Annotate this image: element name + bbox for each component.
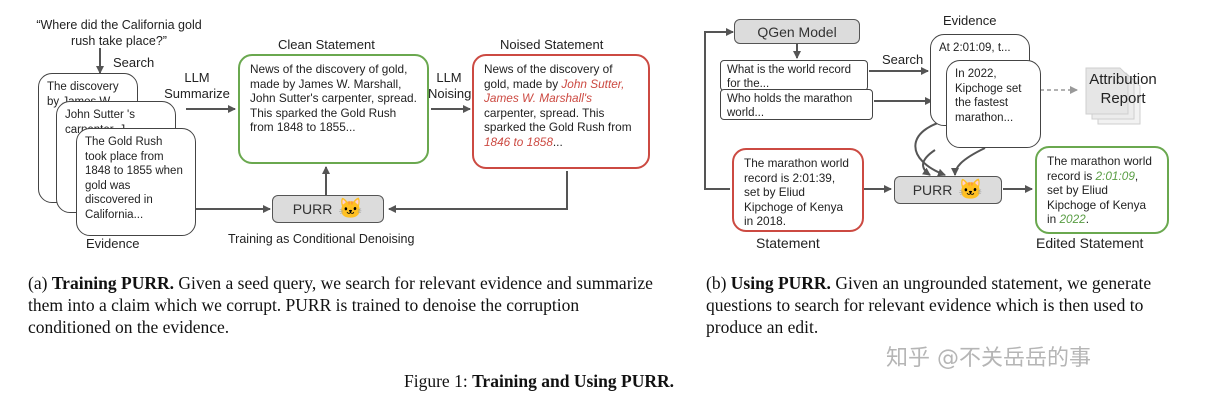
edited-text-1: The marathon world record is xyxy=(1047,154,1152,183)
arrow-evidence-to-purr-2 xyxy=(951,147,986,176)
figure-caption-bold: Training and Using PURR. xyxy=(472,371,675,391)
llm-summarize-label: LLM Summarize xyxy=(164,70,230,101)
clean-statement-title: Clean Statement xyxy=(278,37,375,52)
caption-b-prefix: (b) xyxy=(706,273,731,293)
noised-statement-title: Noised Statement xyxy=(500,37,604,52)
purr-model-right: PURR 🐱 xyxy=(894,176,1002,204)
arrow-evidence-to-purr-3 xyxy=(921,149,936,176)
clean-statement-box: News of the discovery of gold, made by J… xyxy=(238,54,429,164)
statement-label: Statement xyxy=(756,235,820,251)
search-label-right: Search xyxy=(882,52,924,67)
noised-statement-box: News of the discovery of gold, made by J… xyxy=(472,54,650,169)
attribution-report-label: Attribution Report xyxy=(1089,71,1157,107)
statement-box: The marathon world record is 2:01:39, se… xyxy=(732,148,864,232)
caption-a-bold: Training PURR. xyxy=(51,273,174,293)
cat-face-icon-right: 🐱 xyxy=(958,179,984,201)
arrow-noised-to-purr xyxy=(388,171,568,213)
edited-highlight-time: 2:01:09 xyxy=(1095,168,1135,183)
edited-highlight-year: 2022 xyxy=(1059,212,1086,226)
purr-model-left: PURR 🐱 xyxy=(272,195,384,223)
caption-b: (b) Using PURR. Given an ungrounded stat… xyxy=(706,272,1186,338)
noised-highlight-names: John Sutter, James W. Marshall's xyxy=(484,76,625,106)
noised-highlight-years: 1846 to 1858 xyxy=(484,134,553,149)
training-caption: Training as Conditional Denoising xyxy=(228,232,415,246)
search-label: Search xyxy=(113,55,155,70)
purr-label: PURR xyxy=(292,201,333,217)
figure-caption-prefix: Figure 1: xyxy=(404,371,473,391)
caption-b-bold: Using PURR. xyxy=(730,273,831,293)
arrow-evidence-to-purr-1 xyxy=(914,119,949,177)
noised-text-3: ... xyxy=(552,134,563,149)
caption-a-text: Given a seed query, we search for releva… xyxy=(28,273,653,337)
evidence-label: Evidence xyxy=(86,236,140,251)
llm-noising-label: LLM Noising xyxy=(428,70,472,101)
cat-face-icon: 🐱 xyxy=(338,198,364,220)
watermark: 知乎 @不关岳岳的事 xyxy=(886,346,1091,371)
edited-text-3: . xyxy=(1085,212,1089,226)
question-1: What is the world record for the... xyxy=(720,60,868,91)
noised-text-1: News of the discovery of gold, made by xyxy=(484,62,613,91)
caption-b-text: Given an ungrounded statement, we genera… xyxy=(706,273,1152,337)
purr-label-right: PURR xyxy=(912,182,953,198)
figure-caption: Figure 1: Training and Using PURR. xyxy=(404,370,674,392)
edited-statement-label: Edited Statement xyxy=(1036,235,1144,251)
caption-a: (a) Training PURR. Given a seed query, w… xyxy=(28,272,658,338)
noised-text-2: carpenter, spread. This sparked the Gold… xyxy=(484,105,632,135)
qgen-model: QGen Model xyxy=(734,19,860,44)
evidence-title-right: Evidence xyxy=(943,13,997,28)
question-2: Who holds the marathon world... xyxy=(720,89,873,120)
evidence-card-right-2: In 2022, Kipchoge set the fastest marath… xyxy=(946,60,1041,148)
document-stack-icon xyxy=(1085,67,1141,125)
arrow-statement-to-qgen xyxy=(704,28,734,190)
evidence-card-3: The Gold Rush took place from 1848 to 18… xyxy=(76,128,196,236)
edited-statement-box: The marathon world record is 2:01:09, se… xyxy=(1035,146,1169,234)
seed-query: “Where did the California gold rush take… xyxy=(36,18,202,48)
edited-text-2: , set by Eliud Kipchoge of Kenya in xyxy=(1047,168,1147,227)
caption-a-prefix: (a) xyxy=(28,273,52,293)
